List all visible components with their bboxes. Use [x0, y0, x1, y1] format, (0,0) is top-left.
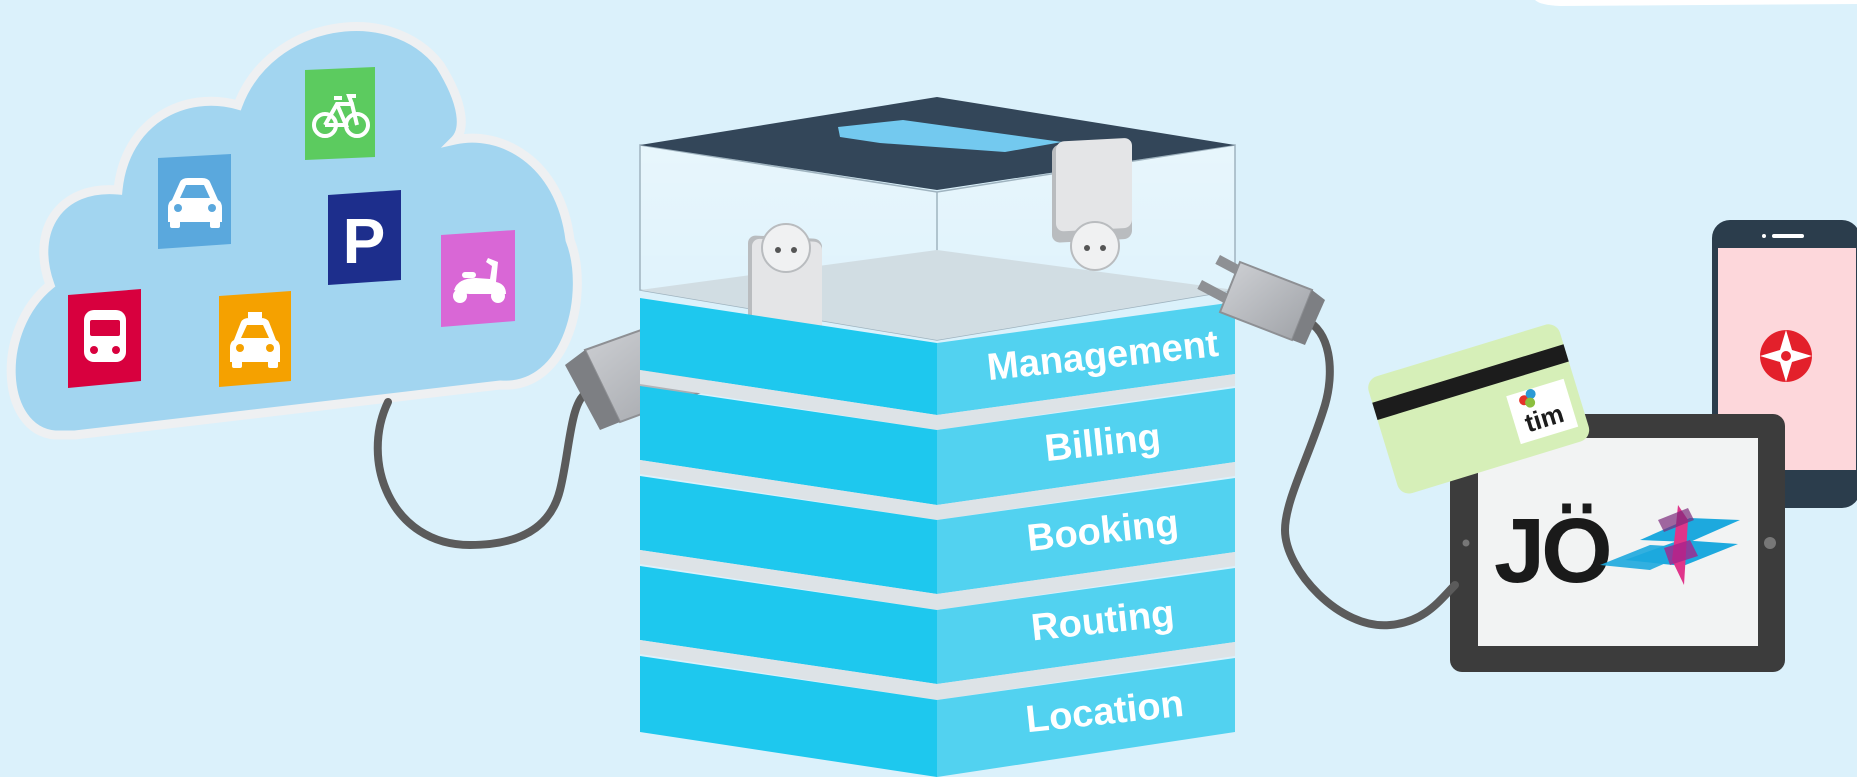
bicycle-icon	[312, 94, 370, 138]
bus-service-tile	[68, 289, 141, 388]
left-power-socket	[748, 223, 822, 337]
tim-logo: tim	[1506, 378, 1579, 445]
compass-icon	[1760, 330, 1812, 382]
right-power-socket	[1052, 138, 1132, 271]
service-cloud: P	[6, 22, 582, 440]
star-logo-icon	[1600, 505, 1740, 585]
taxi-service-tile	[219, 291, 291, 387]
stack-layer-location	[640, 656, 1235, 777]
parking-service-tile: P	[328, 190, 401, 285]
right-plug	[1197, 255, 1325, 345]
stack-layer-booking	[640, 476, 1235, 610]
stack-layer-routing	[640, 566, 1235, 700]
car-service-tile	[158, 154, 231, 249]
bus-icon	[84, 310, 126, 362]
stack-layer-billing	[640, 386, 1235, 520]
tablet: JÖ	[1450, 414, 1785, 672]
payment-card: tim	[1368, 324, 1590, 494]
bicycle-service-tile	[305, 67, 375, 160]
stack-layer-management	[640, 298, 1235, 430]
stack-lid-screen	[838, 120, 1062, 152]
jo-logo: JÖ	[1494, 500, 1609, 602]
scooter-icon	[453, 258, 506, 303]
service-stack: Management Billing Booking Routing Locat…	[639, 97, 1236, 777]
scooter-service-tile	[441, 230, 515, 327]
car-icon	[168, 178, 222, 228]
cloud-shape	[6, 22, 582, 440]
corner-fragment	[1535, 0, 1857, 6]
parking-icon: P	[343, 205, 386, 277]
left-cable	[373, 388, 592, 550]
right-cable	[1280, 316, 1459, 630]
